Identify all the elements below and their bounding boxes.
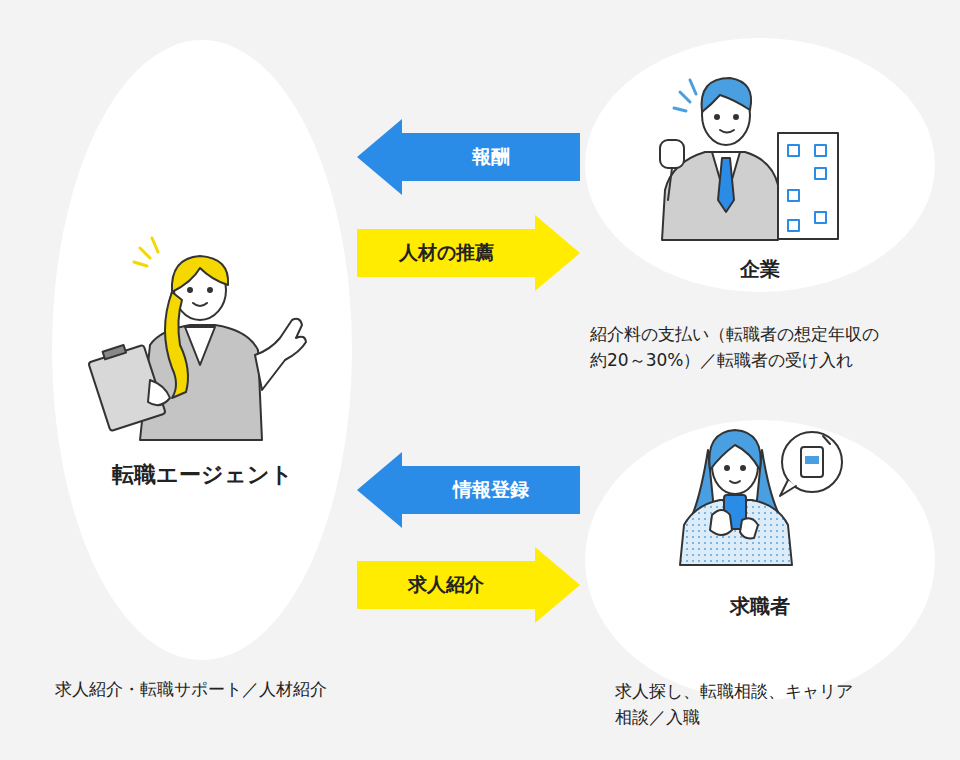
node-description: 求人紹介・転職サポート／人材紹介 [55, 676, 385, 702]
node-title: 求職者 [585, 593, 935, 620]
node-shape [52, 40, 352, 660]
node-description: 紹介料の支払い（転職者の想定年収の約20～30%）／転職者の受け入れ [590, 321, 890, 373]
node-title: 企業 [585, 256, 935, 283]
arrow-label: 人材の推薦 [399, 240, 494, 266]
arrow-label: 報酬 [472, 144, 510, 170]
block-arrow [357, 215, 580, 291]
block-arrow [357, 119, 580, 195]
node-title: 転職エージェント [52, 460, 352, 490]
arrow-label: 情報登録 [453, 477, 529, 503]
node-description: 求人探し、転職相談、キャリア相談／入職 [615, 678, 860, 730]
block-arrow [357, 452, 580, 528]
arrow-label: 求人紹介 [408, 572, 484, 598]
node-shape [585, 38, 935, 292]
block-arrow [357, 547, 580, 623]
agent-figure [88, 238, 306, 440]
company-figure [660, 78, 838, 240]
node-shape [585, 420, 935, 700]
job-seeker-figure [680, 430, 842, 565]
